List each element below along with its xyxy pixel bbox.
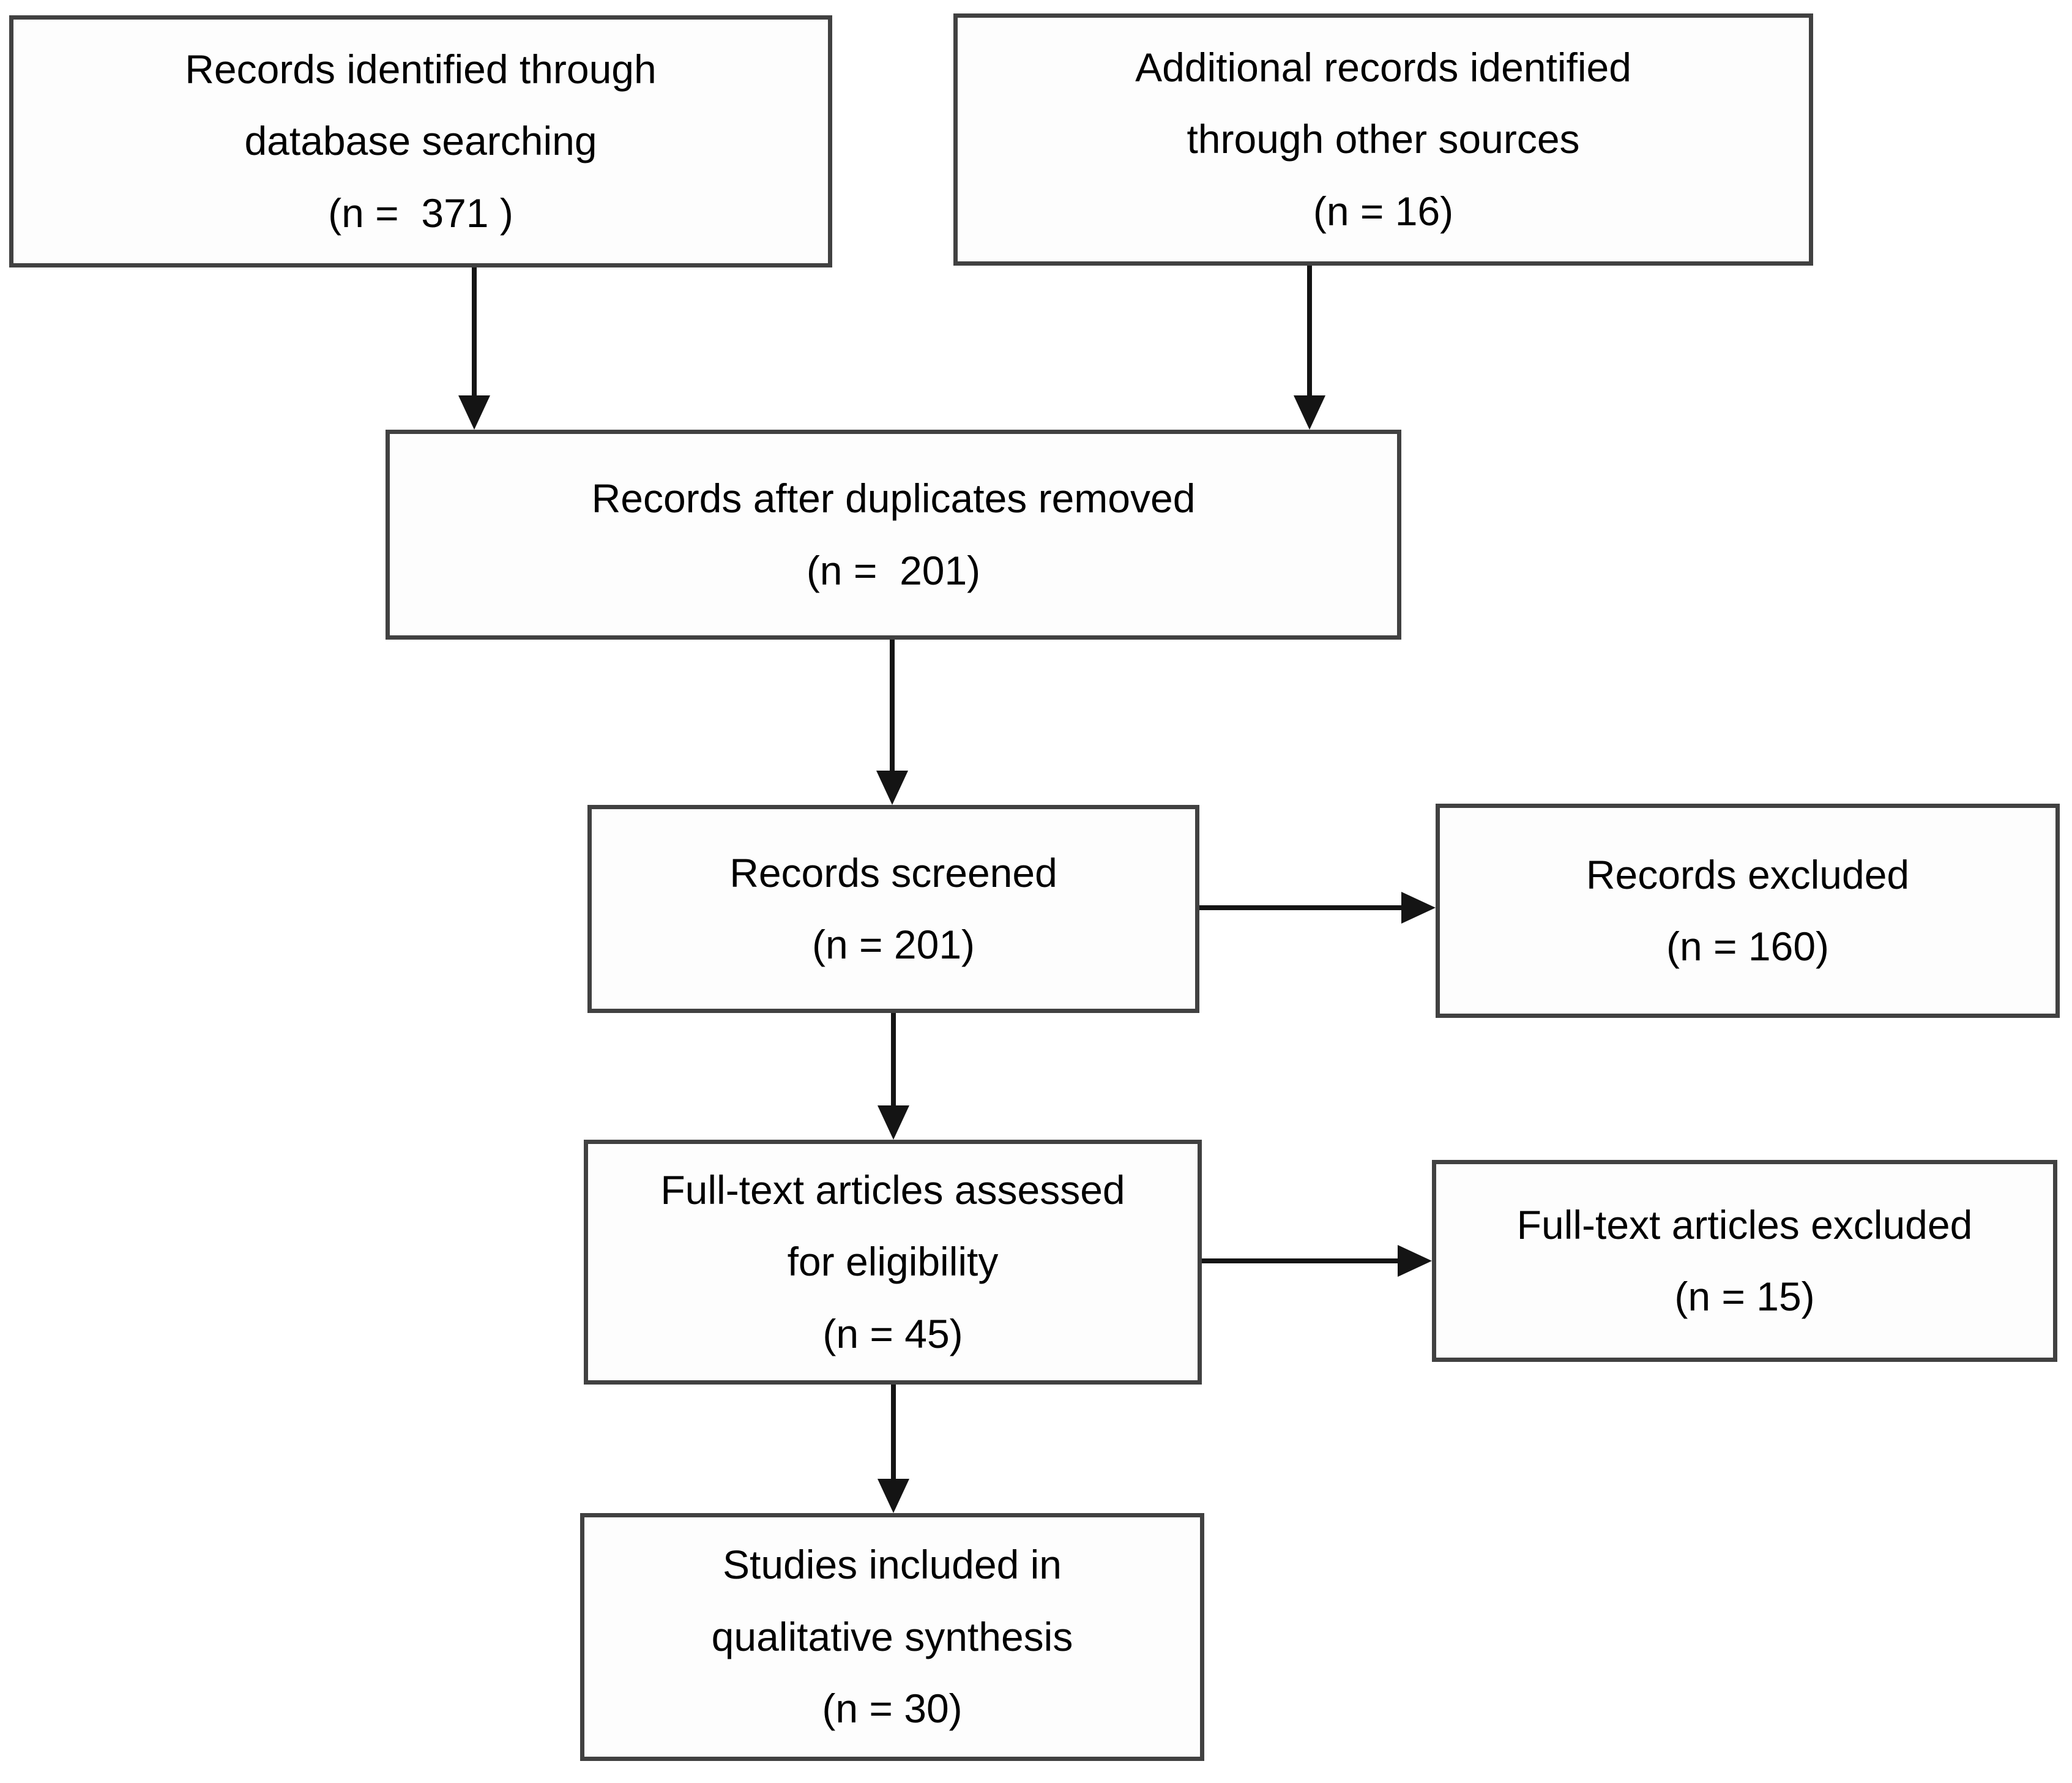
arrow-screened-to-fulltext <box>891 1013 896 1105</box>
node-studies-included: Studies included in qualitative synthesi… <box>580 1513 1204 1761</box>
node-records-excluded: Records excluded (n = 160) <box>1436 804 2060 1018</box>
arrow-other-sources-to-duplicates <box>1307 266 1312 395</box>
node-count-line: (n = 371 ) <box>328 190 513 236</box>
node-text-line: qualitative synthesis <box>711 1613 1073 1659</box>
arrow-fulltext-to-fulltext-excluded <box>1202 1258 1398 1263</box>
node-text-line: Studies included in <box>722 1542 1062 1588</box>
arrow-duplicates-to-screened <box>890 640 895 771</box>
node-records-after-duplicates: Records after duplicates removed (n = 20… <box>386 430 1401 640</box>
node-records-identified-database: Records identified through database sear… <box>9 15 832 267</box>
node-text-line: Records identified through <box>185 46 657 92</box>
node-text-line: Records after duplicates removed <box>591 476 1196 521</box>
node-count-line: (n = 45) <box>822 1310 963 1356</box>
node-records-screened: Records screened (n = 201) <box>587 805 1199 1013</box>
node-count-line: (n = 201) <box>812 922 975 967</box>
arrow-fulltext-to-included <box>891 1385 896 1479</box>
node-count-line: (n = 201) <box>806 547 981 593</box>
node-text-line: for eligibility <box>787 1239 999 1285</box>
node-count-line: (n = 15) <box>1674 1274 1815 1319</box>
node-text-line: Records screened <box>729 850 1057 895</box>
node-text-line: Full-text articles excluded <box>1516 1202 1973 1247</box>
node-text-line: through other sources <box>1187 116 1580 162</box>
arrow-database-to-duplicates <box>472 267 477 395</box>
node-fulltext-excluded: Full-text articles excluded (n = 15) <box>1432 1160 2057 1362</box>
node-records-other-sources: Additional records identified through ot… <box>953 13 1813 266</box>
node-count-line: (n = 16) <box>1313 188 1454 234</box>
arrow-screened-to-excluded <box>1199 905 1401 910</box>
node-fulltext-assessed: Full-text articles assessed for eligibil… <box>584 1140 1202 1385</box>
node-text-line: Records excluded <box>1586 851 1910 897</box>
node-count-line: (n = 160) <box>1666 924 1829 969</box>
node-text-line: Full-text articles assessed <box>660 1167 1125 1213</box>
node-text-line: Additional records identified <box>1135 44 1631 90</box>
node-text-line: database searching <box>244 118 597 164</box>
node-count-line: (n = 30) <box>822 1686 963 1732</box>
